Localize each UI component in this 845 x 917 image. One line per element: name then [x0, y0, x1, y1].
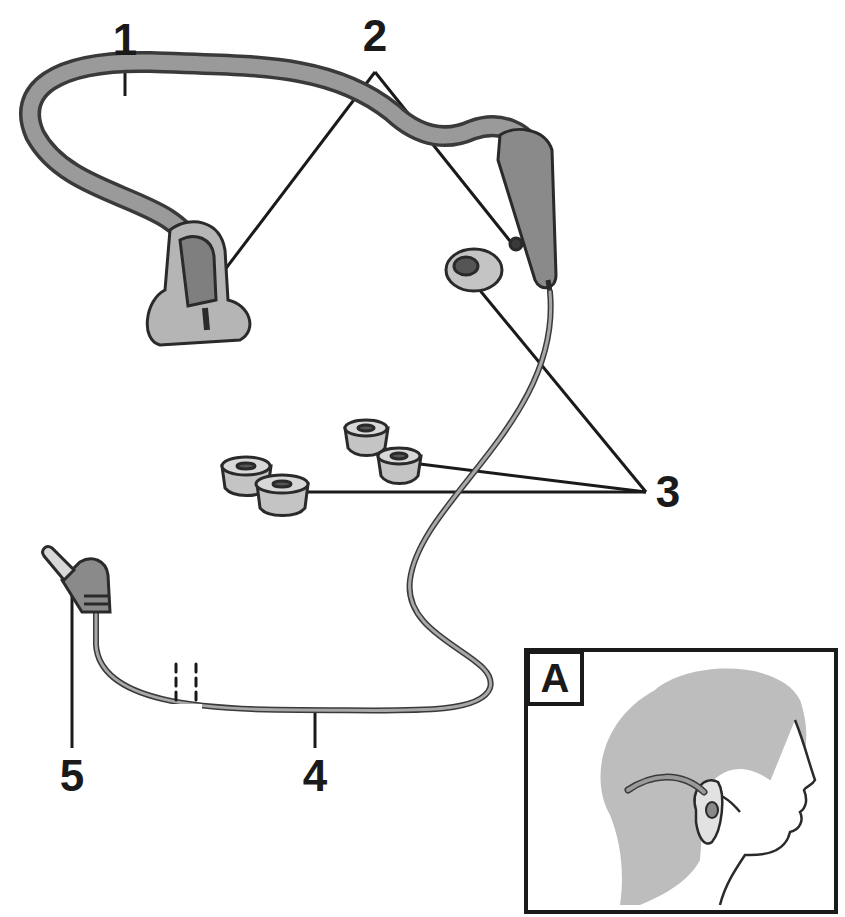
inset-panel-part: [720, 720, 815, 905]
ear-tips-part: [256, 475, 308, 493]
ear-tips-part: [378, 448, 420, 464]
leader-lines-part: [314, 712, 317, 748]
inset-panel-part: [526, 650, 836, 912]
left-earpiece-part: [205, 308, 207, 330]
ear-tips: [222, 420, 421, 516]
cable-part: [96, 292, 551, 711]
inset-panel-part: [628, 777, 704, 792]
inset-letter: A: [541, 658, 570, 698]
inset-letter-box: A: [526, 650, 584, 706]
plug-part: [43, 547, 74, 580]
cable-part: [96, 292, 551, 711]
inset-panel: [526, 650, 836, 912]
right-earpiece-part: [498, 130, 556, 288]
leader-lines-part: [71, 588, 74, 748]
leader-lines-part: [292, 491, 646, 494]
callout-number: 1: [113, 18, 137, 62]
leader-lines-part: [478, 288, 646, 492]
ear-tips-part: [345, 420, 387, 436]
right-earpiece-part: [510, 238, 522, 250]
inset-panel-part: [706, 802, 718, 818]
neckband-part: [30, 62, 538, 250]
leader-lines-part: [208, 72, 375, 292]
leader-lines-part: [412, 463, 646, 492]
right-earpiece-part: [454, 257, 478, 275]
callout-number: 5: [60, 754, 84, 798]
plug: [43, 547, 110, 612]
ear-tips-part: [273, 481, 291, 487]
ear-tips-part: [391, 453, 407, 459]
callout-number: 3: [656, 470, 680, 514]
neckband-part: [30, 62, 538, 250]
neckband: [30, 62, 538, 250]
cable-part: [170, 704, 202, 716]
inset-panel-part: [628, 777, 704, 792]
ear-tips-part: [237, 463, 255, 469]
left-earpiece-part: [147, 222, 250, 345]
right-earpiece-part: [446, 249, 502, 291]
right-earpiece: [446, 130, 556, 292]
left-earpiece-part: [180, 237, 216, 306]
cable: [96, 292, 551, 716]
leader-lines: [72, 68, 646, 748]
ear-tips-part: [358, 425, 374, 431]
callout-number: 4: [303, 754, 327, 798]
left-earpiece: [147, 222, 250, 345]
ear-tips-part: [222, 457, 270, 475]
callout-number: 2: [363, 14, 387, 58]
leader-lines-part: [375, 72, 514, 246]
plug-part: [84, 595, 108, 598]
plug-part: [84, 603, 108, 606]
